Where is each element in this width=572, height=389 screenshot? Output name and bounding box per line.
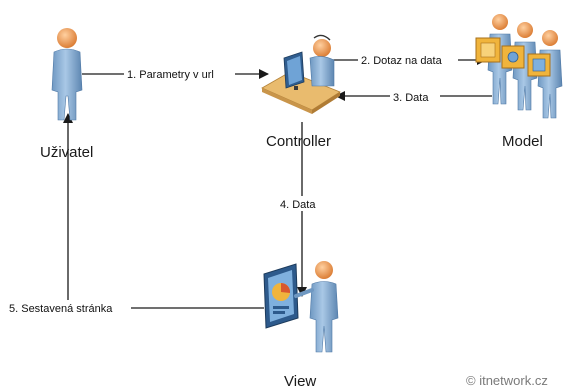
edge-1: 1. Parametry v url — [82, 66, 269, 81]
edge-label-3: 3. Data — [393, 92, 429, 104]
edge-4: 4. Data — [276, 122, 326, 297]
model-label: Model — [502, 133, 543, 150]
view-label: View — [284, 373, 316, 389]
user-person-icon — [51, 28, 83, 121]
user-label: Uživatel — [40, 144, 93, 161]
edge-label-4: 4. Data — [280, 199, 316, 211]
desk-computer-icon — [261, 34, 341, 114]
presenter-chart-icon — [263, 261, 339, 353]
edge-label-2: 2. Dotaz na data — [361, 55, 443, 67]
watermark: © itnetwork.cz — [466, 373, 548, 388]
edge-label-1: 1. Parametry v url — [127, 69, 214, 81]
edge-3: 3. Data — [335, 89, 492, 104]
view-node: View — [263, 261, 339, 389]
model-people-boxes-icon — [475, 14, 563, 119]
user-node: Uživatel — [40, 28, 93, 161]
edge-2: 2. Dotaz na data — [333, 52, 487, 67]
edge-5: 5. Sestavená stránka — [7, 113, 264, 315]
controller-node: Controller — [261, 34, 341, 150]
edge-label-5: 5. Sestavená stránka — [9, 303, 113, 315]
model-node: Model — [475, 14, 563, 150]
controller-label: Controller — [266, 133, 331, 150]
